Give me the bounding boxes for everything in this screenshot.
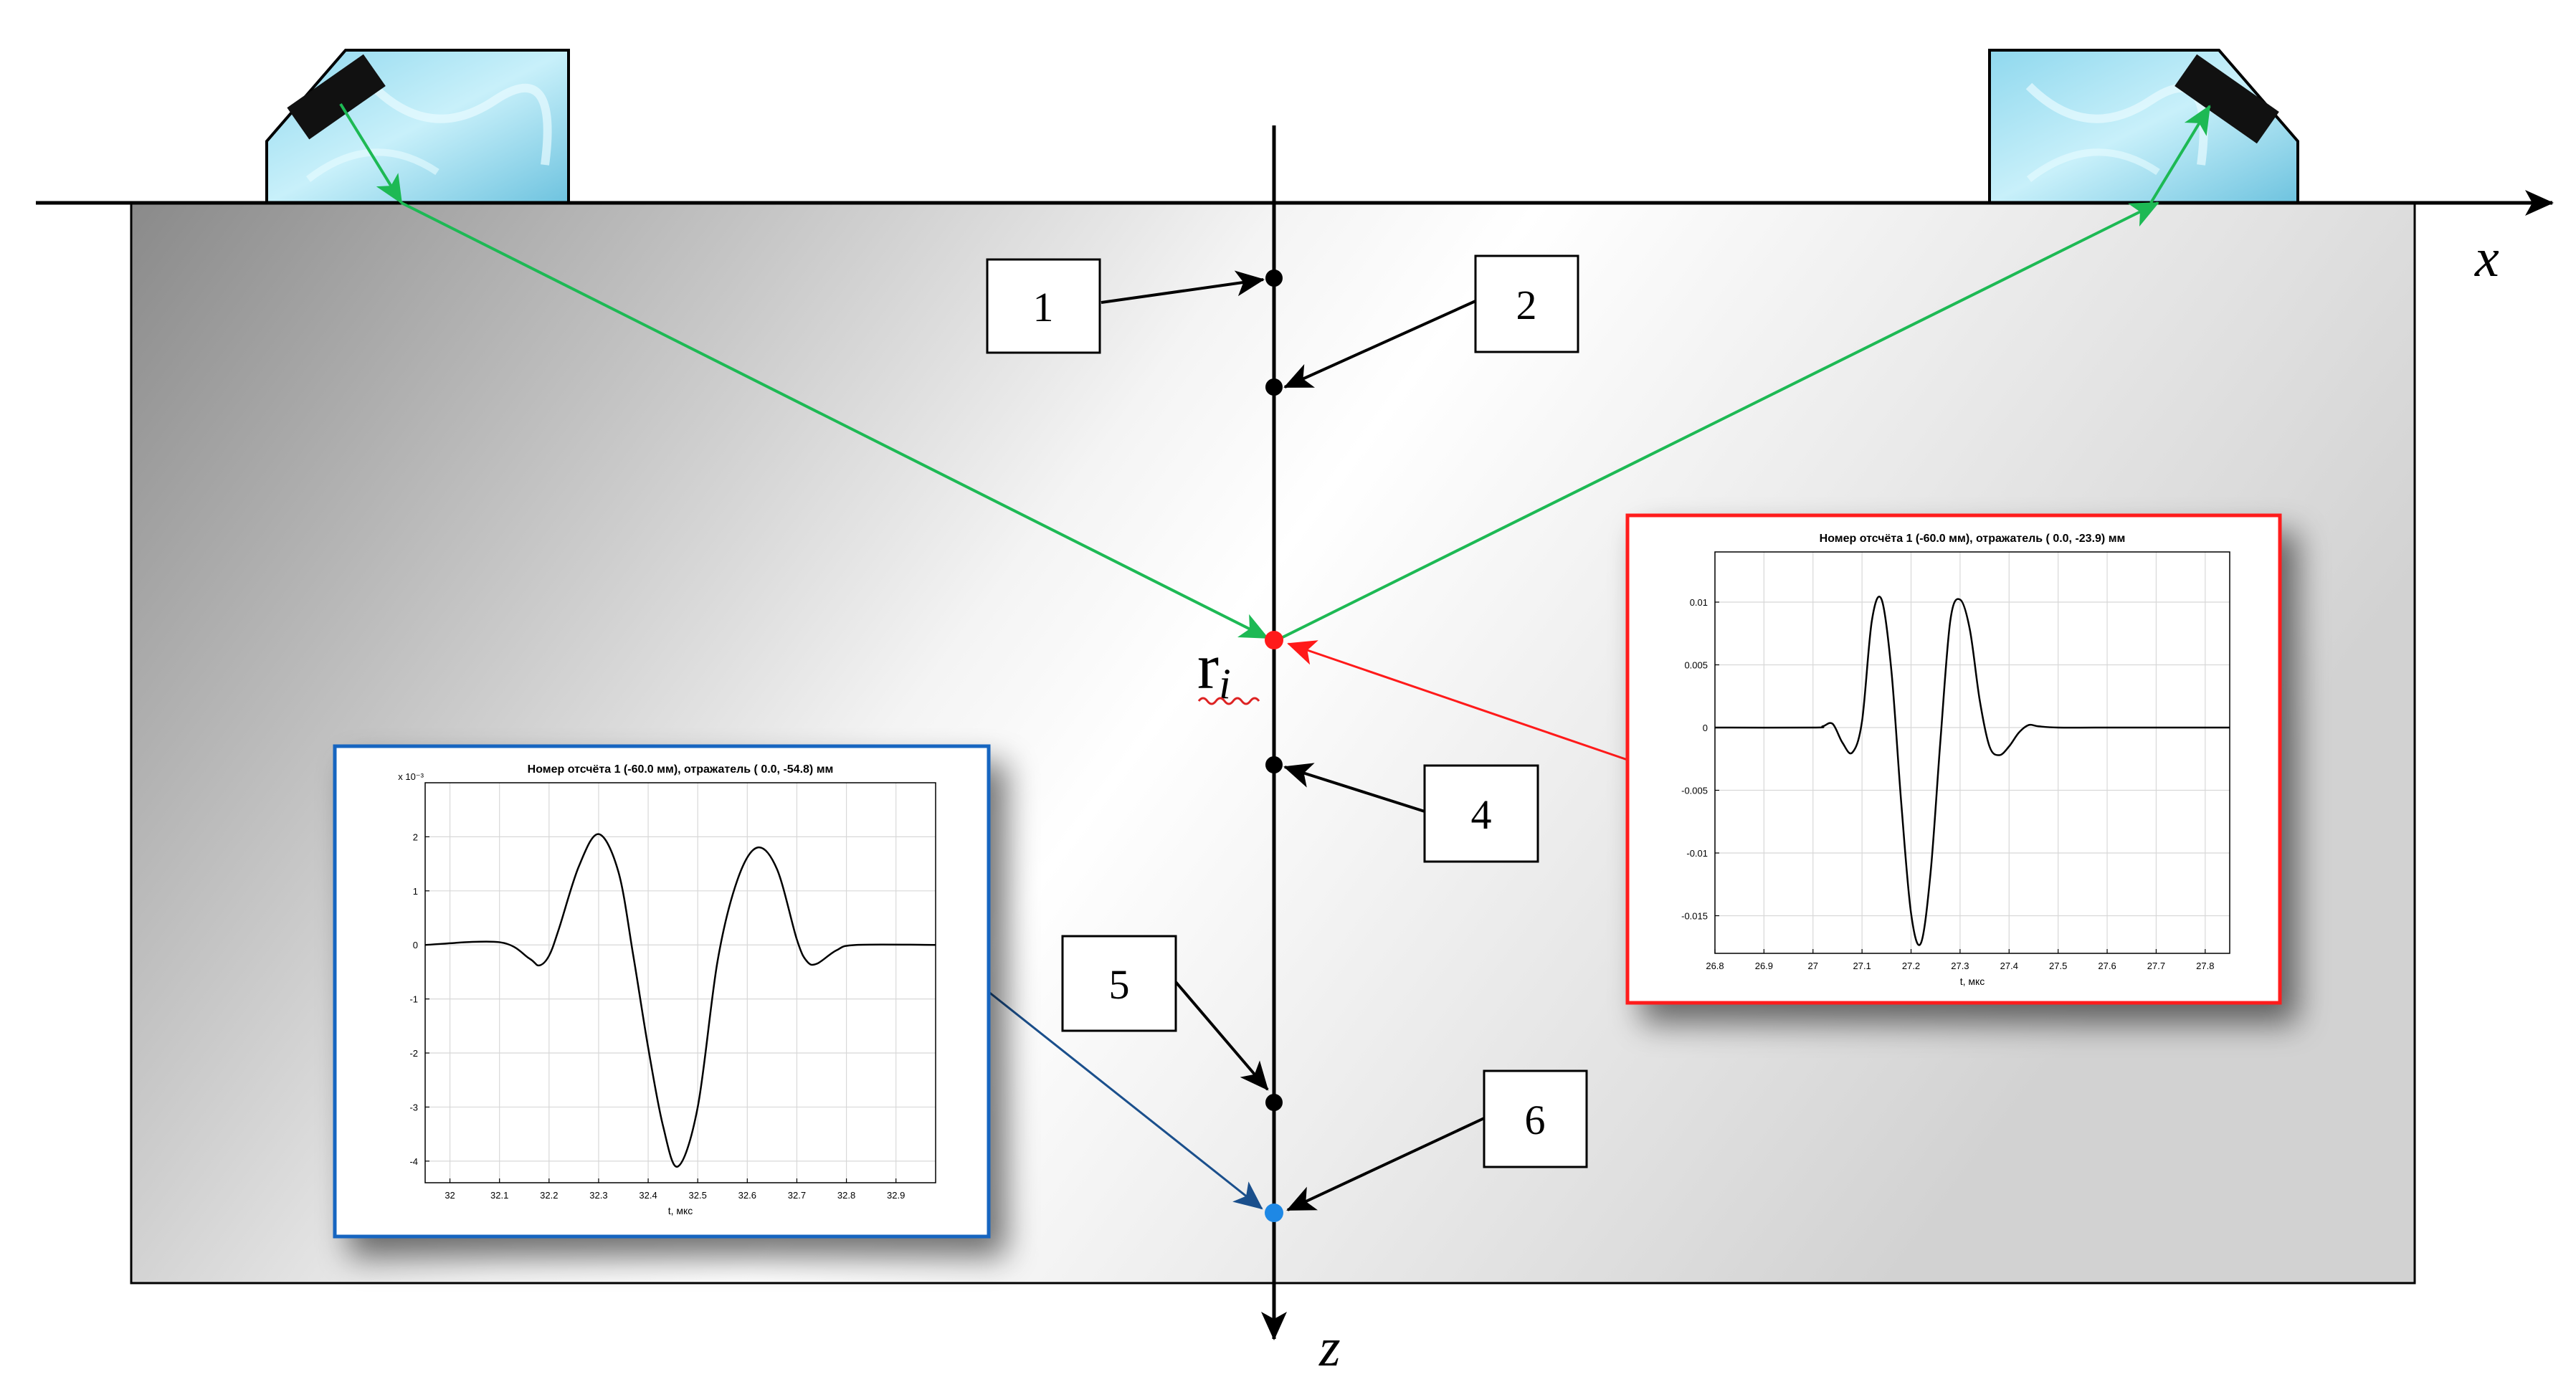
callout-arrow-1 [1101,270,1265,304]
red-chart-xtick-label: 27.4 [2000,961,2018,971]
blue-chart-ytick-label: -2 [409,1048,418,1059]
callout-box-4: 4 [1423,764,1539,863]
svg-text:5: 5 [1109,961,1130,1008]
red-chart-xtick-label: 27.5 [2049,961,2067,971]
point-4 [1265,756,1283,773]
spellcheck-underline [1197,697,1260,705]
left-transducer-element-icon [287,54,386,140]
blue-chart-xlabel: t, мкс [668,1205,693,1216]
right-transducer-element-icon [2175,54,2279,144]
svg-text:2: 2 [1516,282,1537,328]
blue-chart-xtick-label: 32 [445,1190,455,1201]
point-2 [1265,378,1283,396]
red-chart-xtick-label: 27.3 [1951,961,1969,971]
red-chart-xtick-label: 27.8 [2196,961,2214,971]
blue-chart-ytick-label: -4 [409,1156,418,1167]
red-chart-title: Номер отсчёта 1 (-60.0 мм), отражатель (… [1820,533,2126,545]
red-chart-ytick-label: 0 [1703,723,1708,733]
point-5 [1265,1094,1283,1111]
red-chart-xtick-label: 27 [1808,961,1818,971]
red-chart-ytick-label: -0.01 [1686,848,1708,859]
callout-box-5: 5 [1061,935,1177,1032]
svg-text:4: 4 [1471,791,1492,838]
x-axis-label: x [2474,228,2499,288]
blue-chart-xtick-label: 32.7 [788,1190,806,1201]
blue-chart-title: Номер отсчёта 1 (-60.0 мм), отражатель (… [528,763,834,776]
blue-chart-xtick-label: 32.4 [639,1190,657,1201]
red-chart-xtick-label: 26.8 [1706,961,1724,971]
red-chart-xtick-label: 26.9 [1755,961,1773,971]
callout-arrow-5 [1174,981,1269,1091]
z-axis-label: z [1318,1317,1341,1378]
blue-inset-panel [333,744,991,1239]
point-ri [1265,631,1283,649]
red-inset-chart: 26.8 26.9 27 27.1 27.2 27.3 27.4 27.5 27.6 27.7 27… [1681,533,2230,987]
red-chart-ytick-label: -0.005 [1681,786,1708,796]
point-ri-label: ri [1197,632,1231,707]
callout-box-6: 6 [1483,1069,1588,1168]
blue-chart-series-line [424,833,936,1168]
blue-chart-exponent: x 10⁻³ [398,771,424,782]
red-chart-xlabel: t, мкс [1960,976,1985,987]
svg-text:6: 6 [1525,1097,1546,1143]
blue-connector-arrow [987,990,1263,1210]
blue-chart-xtick-label: 32.1 [490,1190,508,1201]
point-1 [1265,270,1283,287]
point-6 [1265,1204,1283,1222]
red-connector-arrow [1287,640,1628,761]
red-chart-xtick-label: 27.2 [1902,961,1920,971]
red-chart-series-line [1714,595,2230,946]
red-chart-xtick-label: 27.7 [2147,961,2165,971]
red-chart-xtick-label: 27.1 [1853,961,1871,971]
red-chart-ytick-label: 0.005 [1684,660,1708,671]
blue-chart-ytick-label: 2 [413,831,418,842]
blue-chart-xtick-label: 32.8 [837,1190,855,1201]
blue-chart-xtick-label: 32.5 [689,1190,707,1201]
blue-chart-xtick-label: 32.3 [589,1190,607,1201]
red-chart-plot-frame [1714,551,2230,954]
blue-chart-xtick-label: 32.6 [738,1190,756,1201]
green-ray-path [339,103,2211,639]
blue-chart-ytick-label: 1 [413,886,418,897]
left-transducer [265,49,570,204]
blue-inset-chart: 32 32.1 32.2 32.3 32.4 32.5 32.6 32.7 32.8 32.9 2 1… [398,763,936,1216]
blue-chart-xtick-label: 32.9 [887,1190,905,1201]
red-chart-xtick-label: 27.6 [2098,961,2116,971]
blue-chart-ytick-label: -3 [409,1102,418,1112]
callout-arrow-4 [1283,763,1425,813]
right-transducer [1988,49,2299,204]
callout-box-2: 2 [1474,254,1579,353]
blue-chart-ytick-label: -1 [409,994,418,1005]
callout-arrow-2 [1283,300,1476,389]
red-chart-ytick-label: 0.01 [1690,597,1708,608]
callout-arrow-6 [1286,1117,1485,1211]
blue-chart-plot-frame [424,782,936,1183]
red-inset-panel [1625,513,2282,1005]
blue-chart-ytick-label: 0 [413,940,418,950]
blue-chart-xtick-label: 32.2 [540,1190,558,1201]
red-chart-ytick-label: -0.015 [1681,911,1708,922]
svg-text:1: 1 [1033,284,1054,330]
callout-box-1: 1 [986,258,1101,354]
